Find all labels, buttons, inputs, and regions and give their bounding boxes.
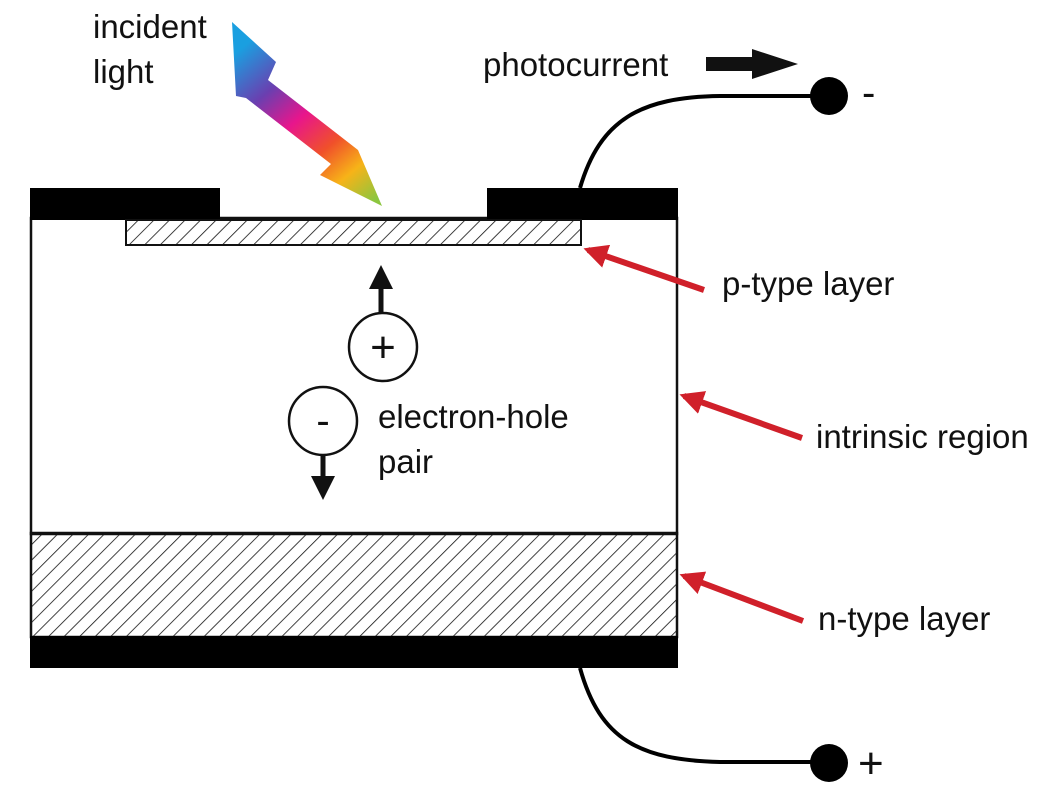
p-type-pointer-arrow [583, 244, 705, 293]
intrinsic-pointer-arrow [679, 391, 804, 441]
terminal-negative [810, 77, 848, 115]
top-wire [578, 94, 828, 189]
photocurrent-label: photocurrent [483, 46, 668, 83]
terminal-negative-label: - [862, 71, 875, 115]
bottom-contact [30, 636, 678, 668]
incident-light-label-line1: incident [93, 8, 207, 45]
n-type-pointer-arrow [679, 571, 805, 624]
top-contact-right [487, 188, 678, 220]
intrinsic-region [29, 216, 679, 536]
rainbow-arrow-icon [232, 22, 382, 206]
terminal-positive [810, 744, 848, 782]
bottom-wire [578, 667, 828, 764]
down-arrow-icon [311, 476, 335, 500]
electron-symbol: - [316, 399, 329, 443]
electron-hole-pair-label-line1: electron-hole [378, 398, 569, 435]
n-type-layer [29, 531, 679, 639]
p-type-layer [125, 219, 582, 246]
top-contact-left [30, 188, 220, 220]
p-type-label: p-type layer [722, 265, 894, 302]
right-arrow-icon [706, 49, 798, 79]
incident-light-label-line2: light [93, 53, 154, 90]
electron-hole-pair-label-line2: pair [378, 443, 433, 480]
terminal-positive-label: + [858, 739, 884, 788]
hole-symbol: + [370, 323, 396, 372]
n-type-label: n-type layer [818, 600, 990, 637]
intrinsic-region-label: intrinsic region [816, 418, 1029, 455]
up-arrow-icon [369, 265, 393, 289]
